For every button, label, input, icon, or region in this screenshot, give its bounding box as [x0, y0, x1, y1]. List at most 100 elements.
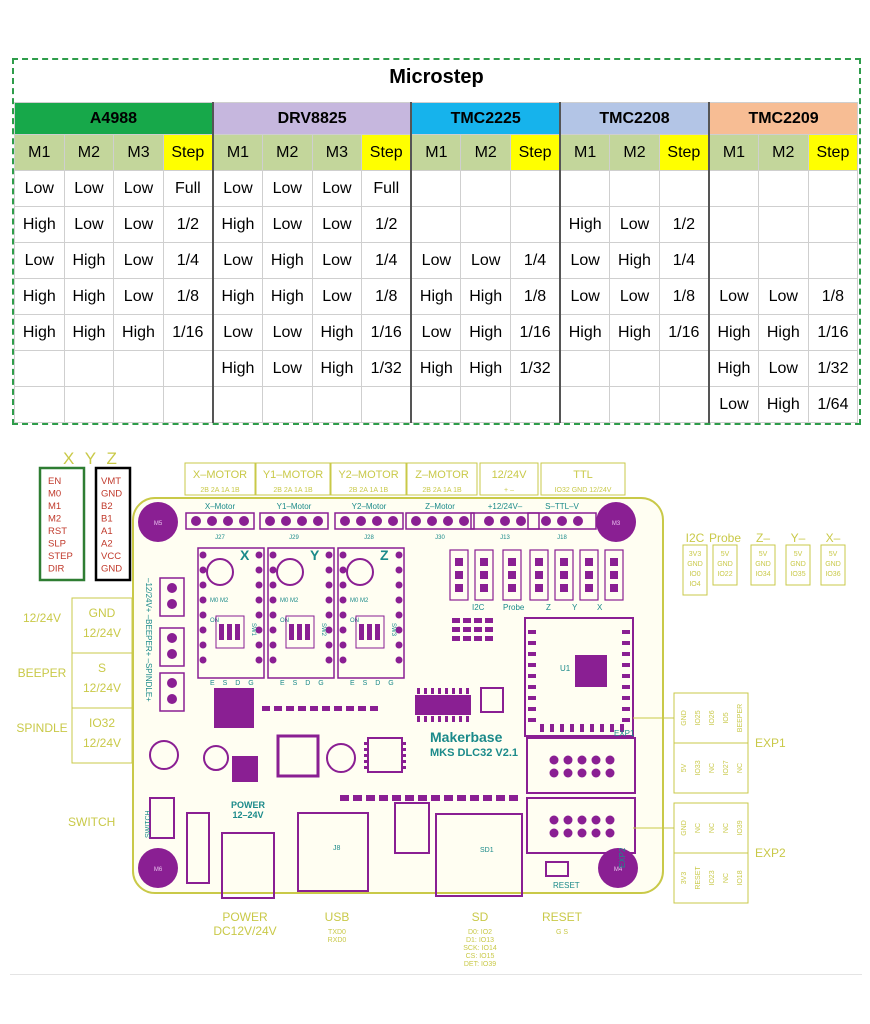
brand-silk: Makerbase [430, 729, 503, 745]
dip-switch-lever [375, 624, 380, 640]
silk-connector-labels: X–MotorJ27Y1–MotorJ29Y2–MotorJ28Z–MotorJ… [185, 502, 597, 541]
socket-pin [199, 596, 207, 604]
right-header-pin: 5V [829, 551, 838, 558]
smd-resistor [322, 706, 330, 711]
esp32-module [524, 617, 634, 737]
socket-pin [199, 566, 207, 574]
table-cell [510, 386, 561, 423]
smd-resistor [485, 636, 493, 641]
switch-header [149, 797, 175, 839]
esp32-pin [570, 724, 574, 732]
driver-header: DRV8825 [211, 102, 412, 135]
smd-components [262, 618, 518, 801]
column-header: M2 [460, 134, 511, 171]
u6-chip [394, 802, 430, 854]
esp32-pin [528, 696, 536, 700]
dip-switch-lever [297, 624, 302, 640]
mounting-hole-label: M6 [154, 867, 163, 873]
bottom-label-sub: D1: IO13 [466, 937, 494, 944]
bottom-label-sub: G S [556, 929, 568, 936]
switch-silk: SWITCH [145, 810, 152, 838]
small-header-pin [480, 571, 488, 579]
table-cell: High [63, 278, 115, 315]
small-header [529, 549, 549, 601]
small-header [502, 549, 522, 601]
small-header [554, 549, 574, 601]
connector-ref: J29 [289, 535, 299, 541]
smd-resistor [358, 706, 366, 711]
esp32-pin [622, 718, 630, 722]
exp-pin [577, 768, 587, 778]
socket-pin [255, 656, 263, 664]
exp-pin [605, 768, 615, 778]
column-header: M3 [113, 134, 164, 171]
socket-pin [269, 551, 277, 559]
esp32-pin [622, 707, 630, 711]
table-cell [707, 242, 759, 279]
socket-pin [325, 626, 333, 634]
smd-resistor [340, 795, 349, 801]
smd-resistor [334, 706, 342, 711]
exp-pin-label: IO27 [723, 760, 730, 775]
motor-header-title: Z–MOTOR [415, 469, 469, 481]
m0m2-silk: M0 M2 [350, 598, 369, 604]
column-header: M1 [14, 134, 65, 171]
socket-pin [255, 551, 263, 559]
esp32-pin [528, 707, 536, 711]
socket-pin [395, 581, 403, 589]
driver-header: TMC2209 [707, 102, 859, 135]
column-header: Step [807, 134, 859, 171]
exp-pin [577, 755, 587, 765]
regulator-2 [232, 756, 258, 782]
table-cell [658, 170, 710, 207]
right-header-pin: 5V [794, 551, 803, 558]
socket-pin [255, 641, 263, 649]
smd-resistor [392, 795, 401, 801]
right-header-box [750, 544, 776, 586]
driver-socket [197, 547, 265, 679]
motor-header-pins: 2B 2A 1A 1B [349, 487, 389, 494]
driver-pinout-left-box [38, 466, 86, 582]
esp32-pin [622, 663, 630, 667]
table-cell: High [460, 278, 511, 315]
exp-pin-labels: GND5VIO25IO33IO26NCIO5IO27BEEPERNCEXP1GN… [633, 692, 786, 904]
right-header-pin: 5V [759, 551, 768, 558]
connector-pin [388, 516, 398, 526]
pin-label: M1 [48, 501, 61, 512]
pin-label: DIR [48, 564, 65, 575]
motor-header-pins: 2B 2A 1A 1B [273, 487, 313, 494]
model-silk: MKS DLC32 V2.1 [430, 747, 518, 759]
ic-pin [438, 688, 441, 694]
connector-pin [516, 516, 526, 526]
table-cell: 1/4 [361, 242, 412, 279]
table-cell [510, 170, 561, 207]
esp32-pin [622, 630, 630, 634]
esp32-pin [600, 724, 604, 732]
motor-header-pins: IO32 GND 12/24V [555, 487, 612, 494]
exp-pin-label: BEEPER [737, 704, 744, 732]
table-cell [807, 206, 859, 243]
table-cell [361, 386, 412, 423]
silk-label: Z–Motor [425, 502, 455, 511]
table-cell: 1/16 [162, 314, 214, 351]
table-cell: High [14, 206, 65, 243]
table-cell: Low [113, 206, 164, 243]
socket-pin [339, 566, 347, 574]
motor-header-box [255, 462, 331, 496]
ic-pin [445, 716, 448, 722]
connector-pin [239, 516, 249, 526]
smd-resistor [496, 795, 505, 801]
table-cell: High [559, 206, 611, 243]
side-silk: –12/24V+ –BEEPER+ –SPINDLE+ [144, 578, 153, 702]
esp32-chip [575, 655, 607, 687]
small-header-pin [610, 584, 618, 592]
sw-silk: SW2 [320, 623, 326, 637]
esp32-pin [622, 696, 630, 700]
right-header-title: X– [826, 531, 841, 545]
exp-pin [549, 755, 559, 765]
exp-pin-label: IO5 [723, 712, 730, 723]
table-cell: High [460, 350, 511, 387]
socket-pin [395, 596, 403, 604]
